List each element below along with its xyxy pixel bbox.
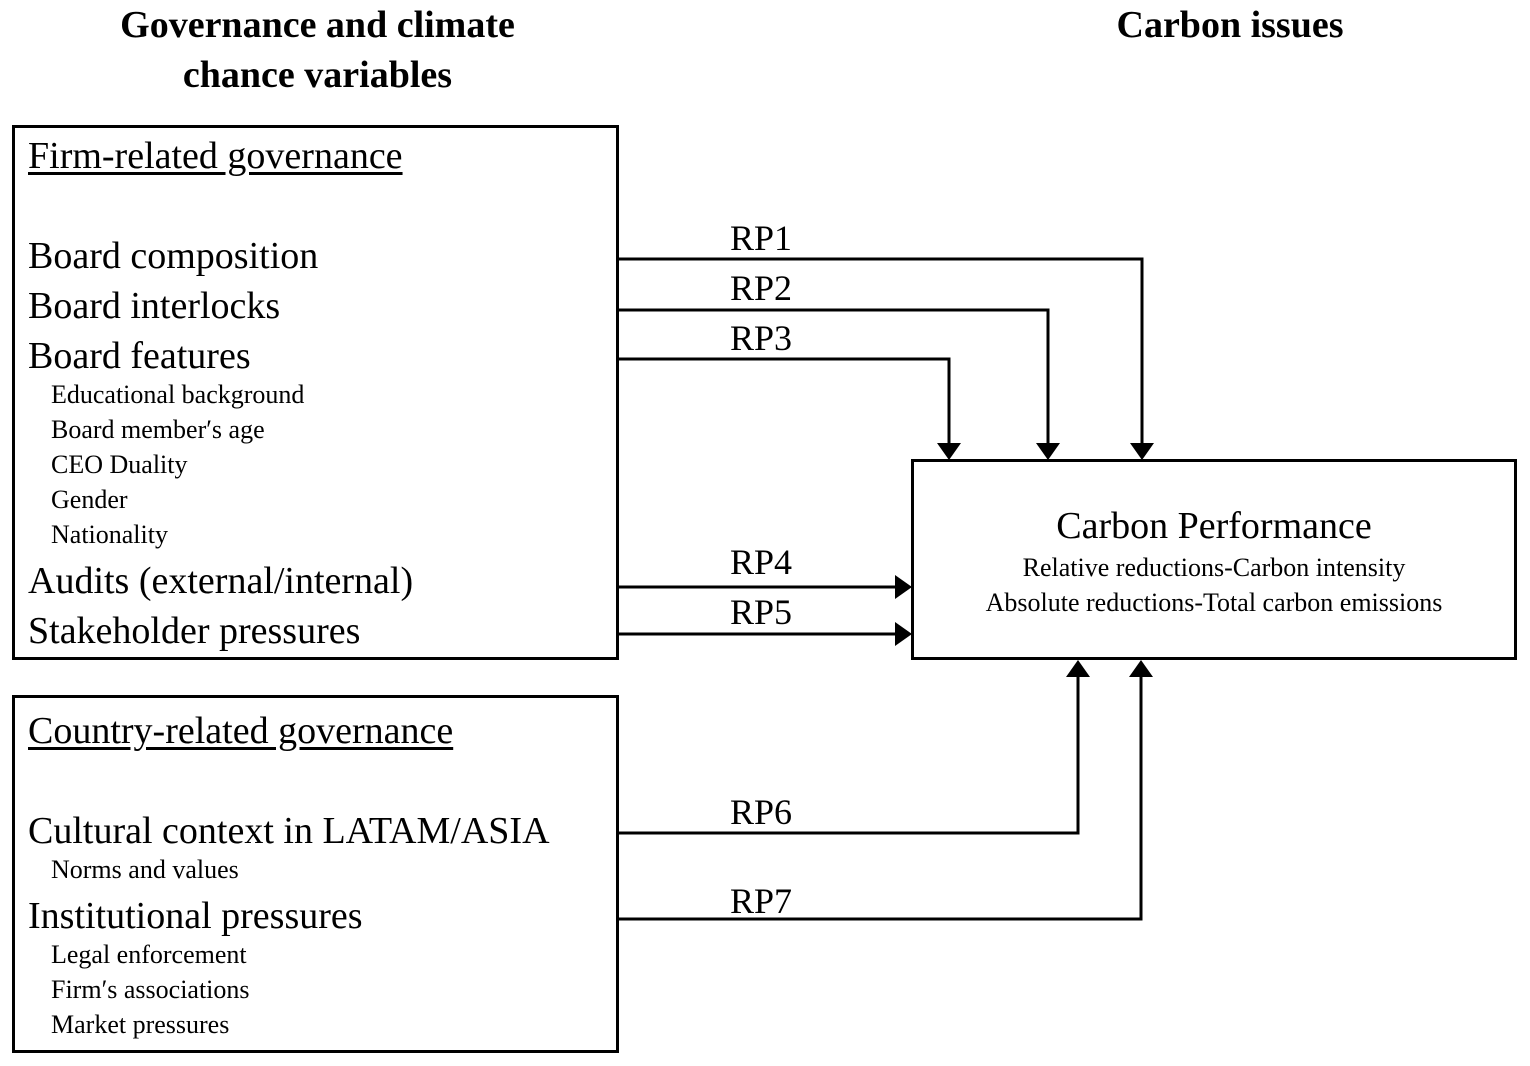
arrowhead-rp7 — [1129, 660, 1153, 677]
board-composition-label: Board composition — [28, 235, 319, 277]
arrowhead-rp2 — [1036, 443, 1060, 460]
left-header-line1: Governance and climate — [120, 4, 515, 46]
carbon-performance-title: Carbon Performance — [1056, 505, 1372, 547]
carbon-performance-box: Carbon Performance Relative reductions-C… — [911, 459, 1517, 660]
rp6-label: RP6 — [730, 792, 793, 832]
cultural-context-sub-1: Norms and values — [51, 855, 239, 884]
institutional-pressures-sub-2: Firm′s associations — [51, 975, 250, 1004]
rp2-label: RP2 — [730, 268, 793, 308]
rp1-label: RP1 — [730, 218, 793, 258]
board-features-sub-4: Gender — [51, 485, 128, 514]
carbon-performance-line-2: Absolute reductions-Total carbon emissio… — [985, 588, 1443, 617]
board-features-sub-3: CEO Duality — [51, 450, 188, 479]
board-features-label: Board features — [28, 335, 251, 377]
country-governance-title: Country-related governance — [28, 710, 454, 752]
institutional-pressures-sub-1: Legal enforcement — [51, 940, 247, 969]
rp4-label: RP4 — [730, 542, 793, 582]
link-rp1 — [362, 257, 1144, 444]
rp7-label: RP7 — [730, 881, 793, 921]
arrowhead-rp6 — [1066, 660, 1090, 677]
audits-label: Audits (external/internal) — [28, 560, 414, 602]
stakeholder-pressures-label: Stakeholder pressures — [28, 610, 361, 652]
firm-governance-box — [12, 125, 619, 660]
left-column-header: Governance and climate chance variables — [60, 0, 575, 100]
rp3-label: RP3 — [730, 318, 793, 358]
link-rp6 — [618, 676, 1080, 835]
board-features-sub-1: Educational background — [51, 380, 305, 409]
arrowhead-rp4 — [895, 575, 912, 599]
firm-governance-title: Firm-related governance — [28, 135, 403, 177]
arrowhead-rp5 — [895, 622, 912, 646]
rp5-label: RP5 — [730, 592, 793, 632]
carbon-performance-line-1: Relative reductions-Carbon intensity — [1022, 553, 1406, 582]
board-interlocks-label: Board interlocks — [28, 285, 281, 327]
arrowhead-rp1 — [1130, 443, 1154, 460]
board-features-sub-2: Board member′s age — [51, 415, 265, 444]
institutional-pressures-label: Institutional pressures — [28, 895, 363, 937]
institutional-pressures-sub-3: Market pressures — [51, 1010, 230, 1039]
left-header-line2: chance variables — [182, 54, 453, 96]
country-governance-box — [12, 695, 619, 1053]
arrowhead-rp3 — [937, 443, 961, 460]
board-features-sub-5: Nationality — [51, 520, 168, 549]
right-column-header: Carbon issues — [1116, 4, 1344, 46]
link-rp7 — [618, 676, 1143, 921]
cultural-context-label: Cultural context in LATAM/ASIA — [28, 810, 550, 852]
